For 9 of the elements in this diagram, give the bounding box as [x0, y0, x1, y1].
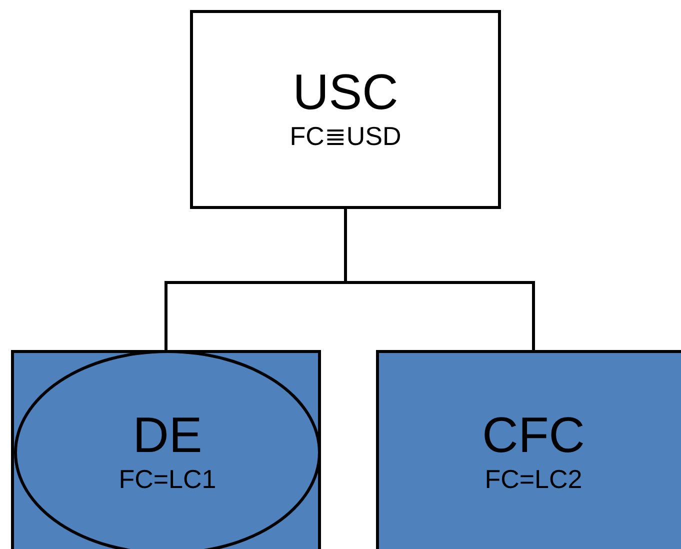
- entity-name: DE: [132, 408, 202, 464]
- currency-note: FC=LC1: [118, 463, 216, 496]
- entity-box: [376, 350, 681, 549]
- entity-name: USC: [292, 65, 398, 120]
- connector-line: [344, 209, 535, 350]
- currency-note: FC=LC2: [484, 463, 582, 496]
- currency-note: FC≣USD: [290, 120, 402, 154]
- entity-name: CFC: [482, 408, 585, 464]
- entity-box: [190, 10, 501, 209]
